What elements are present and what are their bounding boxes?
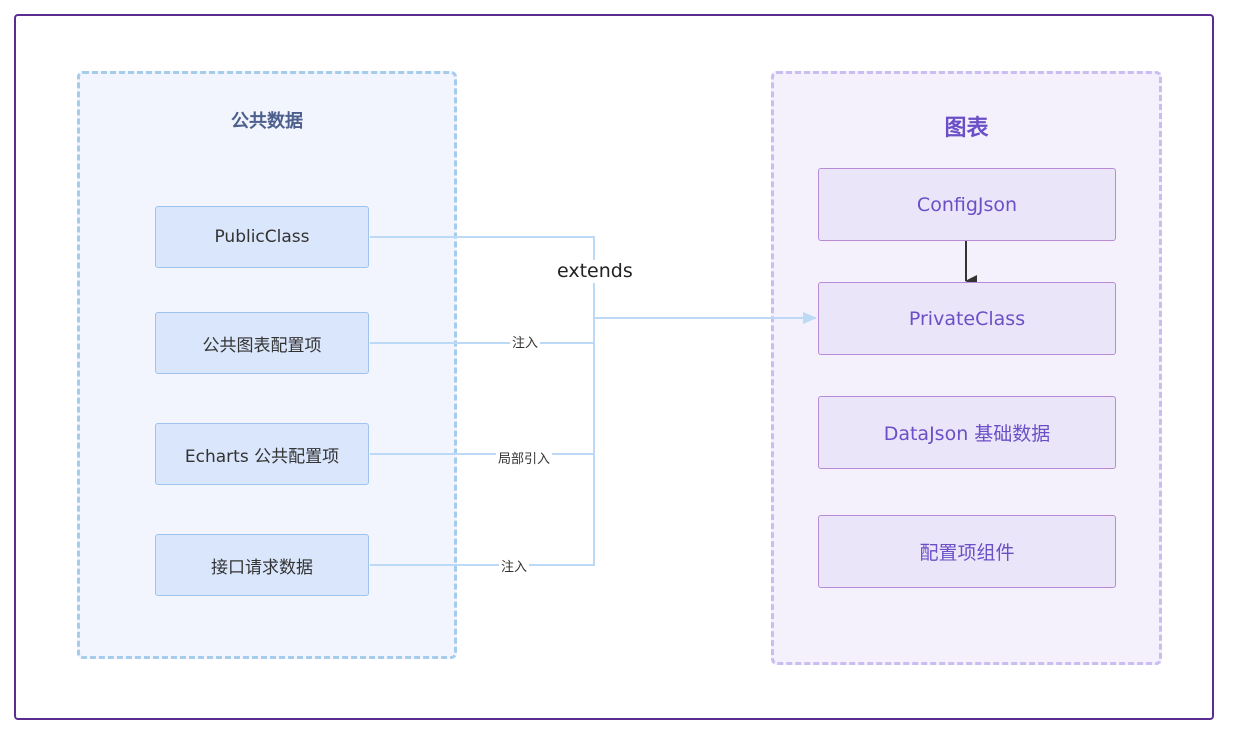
public-class-node[interactable]: PublicClass (155, 206, 369, 268)
config-component-label: 配置项组件 (919, 542, 1015, 564)
data-json-node[interactable]: DataJson 基础数据 (818, 396, 1116, 469)
extends-edge-label: extends (554, 260, 636, 283)
inject-edge-label-1: 注入 (510, 336, 541, 351)
edge-api-request-data (370, 318, 595, 566)
edge-public-chart-config (370, 318, 595, 344)
public-class-label: PublicClass (214, 227, 310, 247)
public-data-group-title: 公共数据 (231, 111, 303, 132)
private-class-node[interactable]: PrivateClass (818, 282, 1116, 355)
outer-frame (14, 14, 1214, 720)
config-component-node[interactable]: 配置项组件 (818, 515, 1116, 588)
edge-public-class (370, 236, 595, 318)
edge-echarts-public-config (370, 318, 595, 455)
data-json-label: DataJson 基础数据 (883, 423, 1051, 445)
partial-import-edge-label: 局部引入 (496, 452, 553, 467)
chart-group-title: 图表 (944, 116, 989, 141)
config-json-node[interactable]: ConfigJson (818, 168, 1116, 241)
private-class-label: PrivateClass (908, 307, 1026, 330)
api-request-data-node[interactable]: 接口请求数据 (155, 534, 369, 596)
public-chart-config-node[interactable]: 公共图表配置项 (155, 312, 369, 374)
echarts-public-config-label: Echarts 公共配置项 (184, 446, 340, 467)
config-json-label: ConfigJson (916, 193, 1018, 216)
echarts-public-config-node[interactable]: Echarts 公共配置项 (155, 423, 369, 485)
public-chart-config-label: 公共图表配置项 (202, 335, 322, 356)
api-request-data-label: 接口请求数据 (211, 557, 313, 578)
inject-edge-label-2: 注入 (499, 560, 530, 575)
